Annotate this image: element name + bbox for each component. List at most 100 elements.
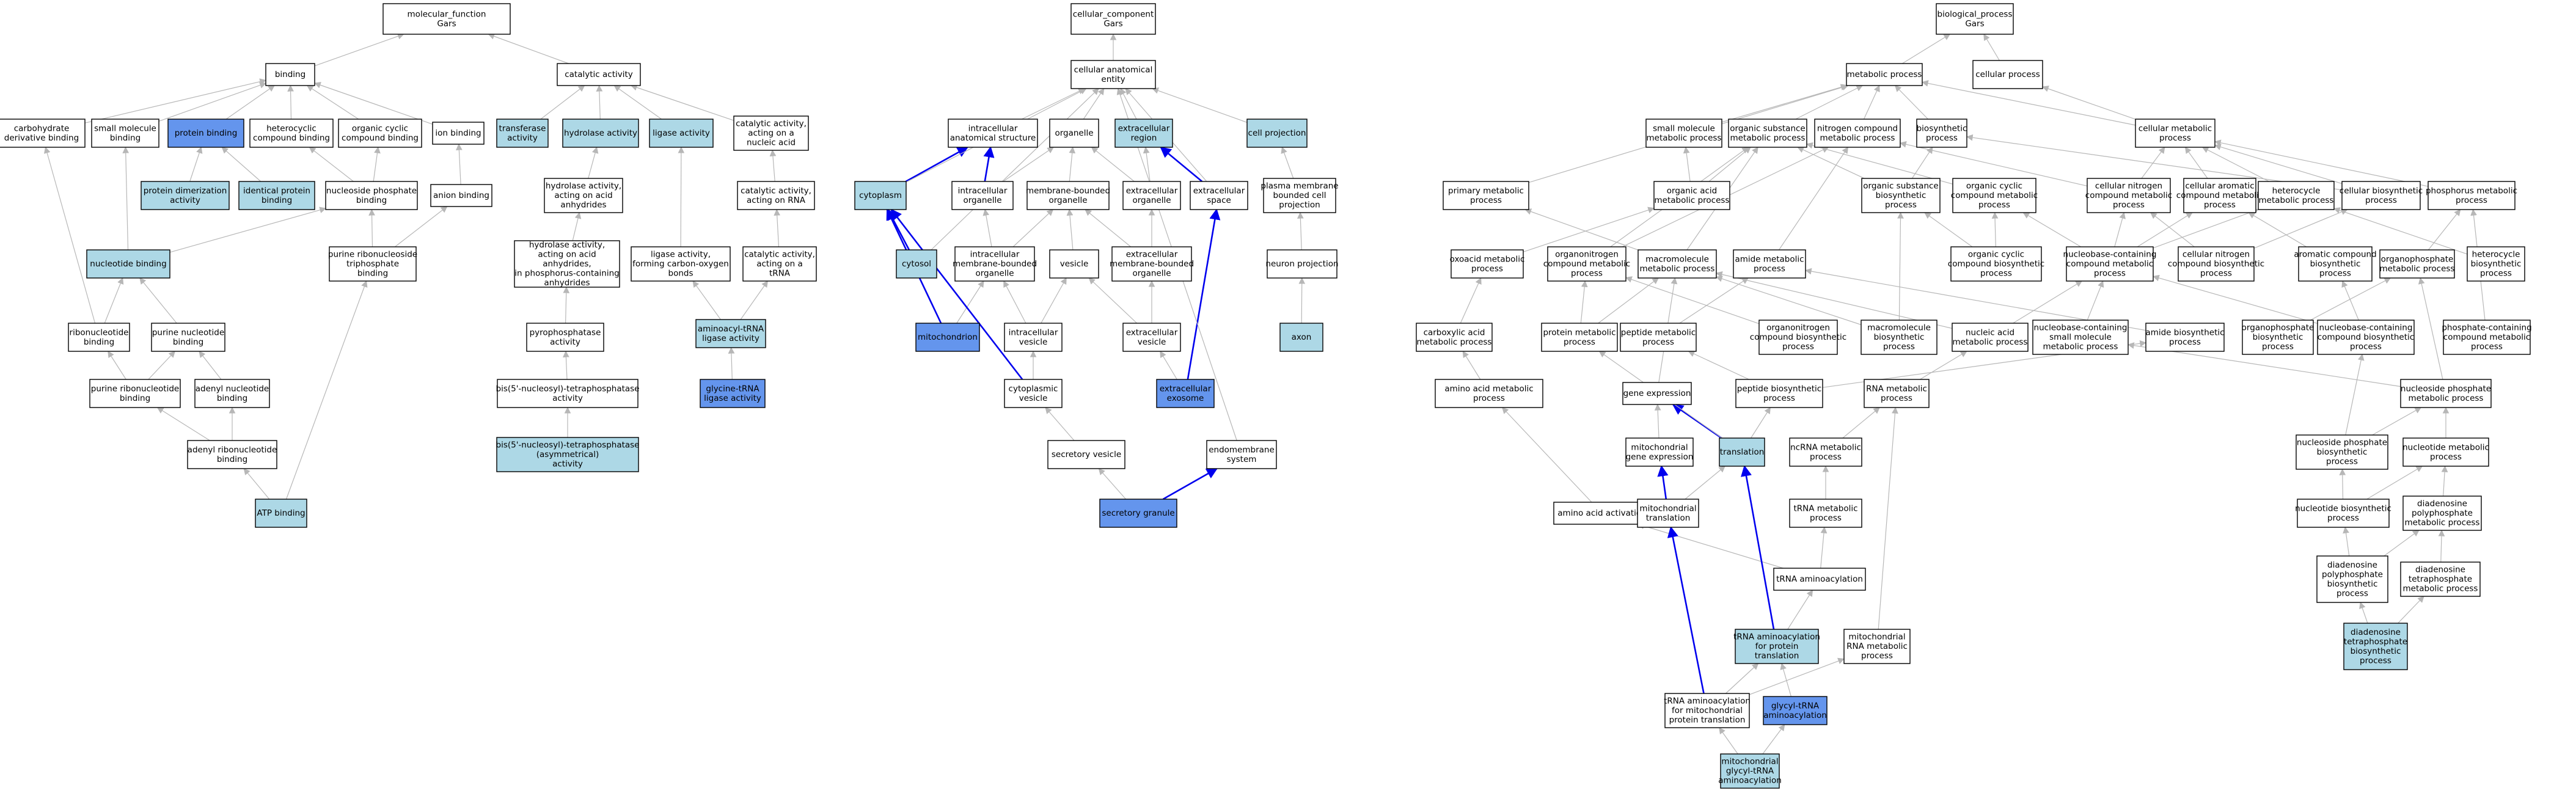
node-binding[interactable]: binding bbox=[265, 63, 315, 86]
node-ligasecarbon[interactable]: ligase activity,forming carbon-oxygenbon… bbox=[631, 246, 731, 282]
node-neuronproj[interactable]: neuron projection bbox=[1265, 249, 1339, 279]
node-aminoacidactivation[interactable]: amino acid activation bbox=[1553, 502, 1651, 525]
node-metabolic[interactable]: metabolic process bbox=[1846, 63, 1923, 86]
node-catalytic[interactable]: catalytic activity bbox=[557, 63, 641, 86]
node-hydrolase[interactable]: hydrolase activity bbox=[562, 119, 639, 148]
node-axon[interactable]: axon bbox=[1279, 323, 1323, 352]
node-trnaaminoacylation[interactable]: tRNA aminoacylation bbox=[1773, 568, 1866, 591]
node-bistetra[interactable]: bis(5'-nucleosyl)-tetraphosphataseactivi… bbox=[496, 379, 640, 408]
node-secretorygranule[interactable]: secretory granule bbox=[1099, 499, 1177, 528]
node-cellularprocess[interactable]: cellular process bbox=[1972, 60, 2043, 89]
node-translation[interactable]: translation bbox=[1719, 437, 1765, 467]
node-nucleotidebinding[interactable]: nucleotide binding bbox=[86, 249, 170, 279]
node-ionbinding[interactable]: ion binding bbox=[432, 122, 485, 145]
node-hydrolaseanhyd[interactable]: hydrolase activity,acting on acidanhydri… bbox=[544, 178, 623, 213]
node-bisasym[interactable]: bis(5'-nucleosyl)-tetraphosphatase(asymm… bbox=[496, 437, 640, 472]
node-cytosol[interactable]: cytosol bbox=[896, 249, 937, 279]
node-geneexpression[interactable]: gene expression bbox=[1622, 382, 1692, 405]
node-anionbinding[interactable]: anion binding bbox=[430, 184, 492, 207]
node-atpbinding[interactable]: ATP binding bbox=[255, 499, 307, 528]
node-cellprojection[interactable]: cell projection bbox=[1246, 119, 1308, 148]
node-ligase[interactable]: ligase activity bbox=[649, 119, 714, 148]
node-mitochondrion[interactable]: mitochondrion bbox=[915, 323, 980, 352]
node-hydrolasephos[interactable]: hydrolase activity,acting on acidanhydri… bbox=[514, 240, 620, 288]
node-vesicle[interactable]: vesicle bbox=[1049, 249, 1099, 279]
node-organelle[interactable]: organelle bbox=[1049, 119, 1099, 148]
node-catrna[interactable]: catalytic activity,acting on RNA bbox=[737, 181, 815, 210]
node-diadenosinepolybio[interactable]: diadenosinepolyphosphatebiosyntheticproc… bbox=[2316, 555, 2388, 603]
